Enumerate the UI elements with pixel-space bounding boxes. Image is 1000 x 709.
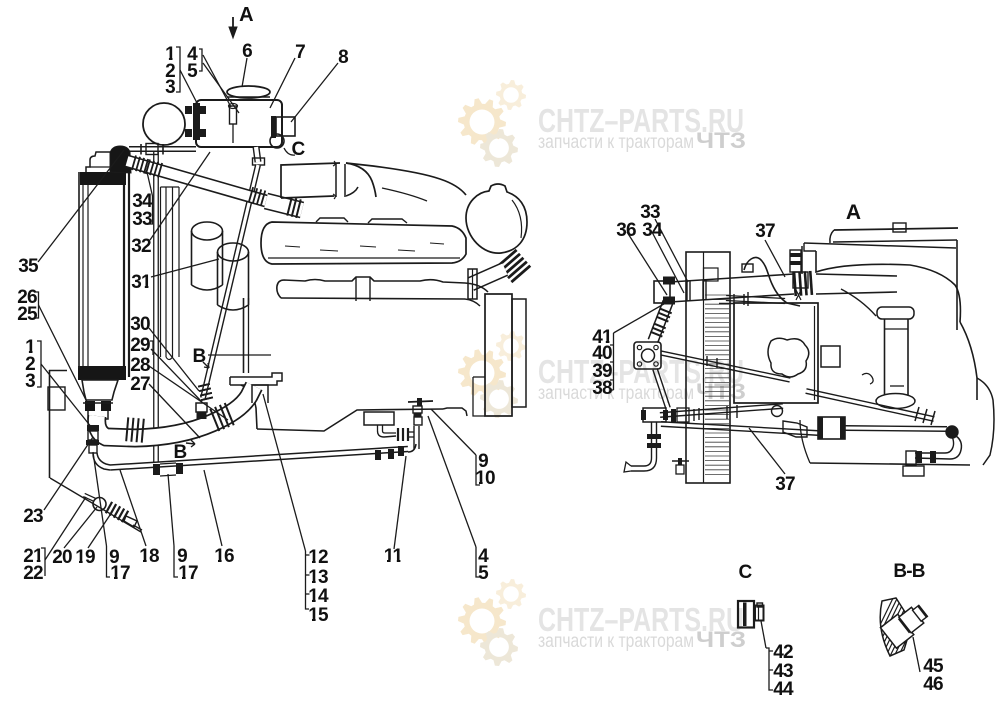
svg-text:C: C <box>739 562 753 583</box>
svg-text:29: 29 <box>130 335 150 356</box>
svg-text:9: 9 <box>177 546 187 567</box>
svg-text:41: 41 <box>592 327 613 348</box>
svg-text:CHTZ–PARTS.RU: CHTZ–PARTS.RU <box>538 601 744 638</box>
svg-text:7: 7 <box>295 42 305 63</box>
svg-text:36: 36 <box>616 220 636 241</box>
svg-text:9: 9 <box>478 451 488 472</box>
svg-text:27: 27 <box>130 374 150 395</box>
svg-text:B-B: B-B <box>893 561 924 582</box>
svg-text:14: 14 <box>308 586 329 607</box>
svg-text:17: 17 <box>178 563 198 584</box>
svg-text:3: 3 <box>165 77 175 98</box>
svg-text:38: 38 <box>592 378 612 399</box>
svg-text:13: 13 <box>308 567 328 588</box>
svg-text:11: 11 <box>384 546 404 567</box>
svg-text:34: 34 <box>132 191 153 212</box>
svg-text:A: A <box>239 4 253 26</box>
svg-text:34: 34 <box>642 220 663 241</box>
svg-text:8: 8 <box>338 47 348 68</box>
svg-text:37: 37 <box>755 221 775 242</box>
svg-text:A: A <box>846 201 861 224</box>
svg-text:22: 22 <box>23 563 43 584</box>
svg-text:запчасти к тракторам: запчасти к тракторам <box>538 382 694 404</box>
svg-text:25: 25 <box>17 304 38 325</box>
svg-text:37: 37 <box>775 474 795 495</box>
svg-text:9: 9 <box>109 547 119 568</box>
svg-text:23: 23 <box>23 506 43 527</box>
svg-text:C: C <box>292 139 306 160</box>
svg-text:30: 30 <box>130 314 150 335</box>
svg-text:1: 1 <box>25 337 36 358</box>
svg-text:35: 35 <box>18 256 39 277</box>
svg-text:43: 43 <box>773 661 793 682</box>
svg-text:31: 31 <box>131 272 152 293</box>
svg-text:2: 2 <box>25 354 35 375</box>
svg-text:39: 39 <box>592 361 612 382</box>
svg-text:19: 19 <box>75 547 95 568</box>
svg-text:4: 4 <box>478 546 489 567</box>
svg-text:21: 21 <box>23 546 44 567</box>
svg-text:CHTZ–PARTS.RU: CHTZ–PARTS.RU <box>538 102 744 139</box>
svg-text:4: 4 <box>187 44 198 65</box>
svg-text:ЧТЗ: ЧТЗ <box>696 627 746 652</box>
svg-text:33: 33 <box>640 202 660 223</box>
svg-text:ЧТЗ: ЧТЗ <box>696 128 746 153</box>
svg-text:5: 5 <box>478 563 489 584</box>
svg-text:10: 10 <box>475 468 495 489</box>
svg-text:33: 33 <box>132 209 152 230</box>
svg-text:26: 26 <box>17 287 37 308</box>
svg-text:42: 42 <box>773 642 793 663</box>
svg-text:15: 15 <box>308 605 329 626</box>
svg-text:6: 6 <box>242 41 252 62</box>
svg-text:запчасти к тракторам: запчасти к тракторам <box>538 131 694 153</box>
svg-text:44: 44 <box>773 679 794 700</box>
svg-text:B: B <box>193 346 206 367</box>
svg-text:45: 45 <box>923 656 944 677</box>
svg-text:B: B <box>174 442 187 463</box>
svg-text:3: 3 <box>25 371 35 392</box>
svg-text:18: 18 <box>139 546 159 567</box>
svg-text:запчасти к тракторам: запчасти к тракторам <box>538 630 694 652</box>
svg-text:40: 40 <box>592 343 612 364</box>
svg-text:28: 28 <box>130 355 150 376</box>
svg-text:32: 32 <box>131 236 151 257</box>
svg-text:20: 20 <box>52 547 72 568</box>
svg-text:1: 1 <box>165 44 176 65</box>
svg-text:17: 17 <box>110 563 130 584</box>
svg-text:46: 46 <box>923 674 943 695</box>
svg-text:2: 2 <box>165 61 175 82</box>
svg-text:5: 5 <box>187 61 198 82</box>
svg-text:12: 12 <box>308 547 328 568</box>
svg-text:16: 16 <box>214 546 234 567</box>
